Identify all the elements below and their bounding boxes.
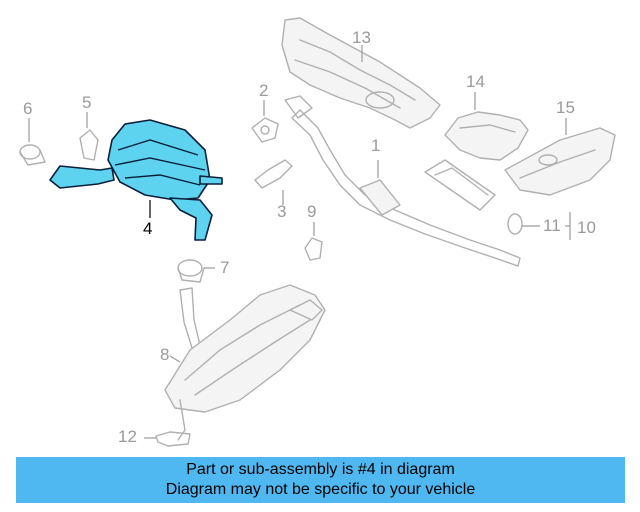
part-6-clamp xyxy=(19,118,46,166)
part-4-center-muffler xyxy=(49,119,223,241)
callout-11[interactable]: 11 xyxy=(543,216,561,235)
callout-8[interactable]: 8 xyxy=(160,345,170,364)
part-7-clamp xyxy=(177,259,215,283)
callout-13[interactable]: 13 xyxy=(352,28,371,47)
info-banner: Part or sub-assembly is #4 in diagram Di… xyxy=(16,457,625,503)
part-14-heat-shield xyxy=(444,92,529,161)
callout-14[interactable]: 14 xyxy=(466,72,485,91)
banner-line-1: Part or sub-assembly is #4 in diagram xyxy=(186,461,455,478)
callout-1[interactable]: 1 xyxy=(371,136,381,155)
callout-5[interactable]: 5 xyxy=(82,93,92,112)
callout-7[interactable]: 7 xyxy=(220,258,230,277)
part-15-heat-shield xyxy=(504,118,616,196)
banner-line-2: Diagram may not be specific to your vehi… xyxy=(165,481,476,498)
callout-4[interactable]: 4 xyxy=(143,219,153,238)
callout-9[interactable]: 9 xyxy=(307,202,317,221)
part-9-hanger xyxy=(304,222,323,261)
callout-6[interactable]: 6 xyxy=(23,99,33,118)
part-13-heat-shield xyxy=(281,17,441,129)
part-8-rear-muffler xyxy=(164,284,326,441)
callout-12[interactable]: 12 xyxy=(118,427,137,446)
part-5-clamp xyxy=(79,112,99,161)
exhaust-system-diagram xyxy=(19,17,616,447)
part-12-bolt xyxy=(144,431,191,447)
callout-10[interactable]: 10 xyxy=(577,218,596,237)
part-11-nut xyxy=(507,212,571,240)
part-2-gasket xyxy=(251,100,279,143)
callout-15[interactable]: 15 xyxy=(556,98,575,117)
part-3-bracket xyxy=(254,159,293,205)
part-10-bracket xyxy=(424,159,496,211)
callout-2[interactable]: 2 xyxy=(259,81,269,100)
part-1-front-pipe xyxy=(284,95,521,267)
callout-3[interactable]: 3 xyxy=(277,202,287,221)
